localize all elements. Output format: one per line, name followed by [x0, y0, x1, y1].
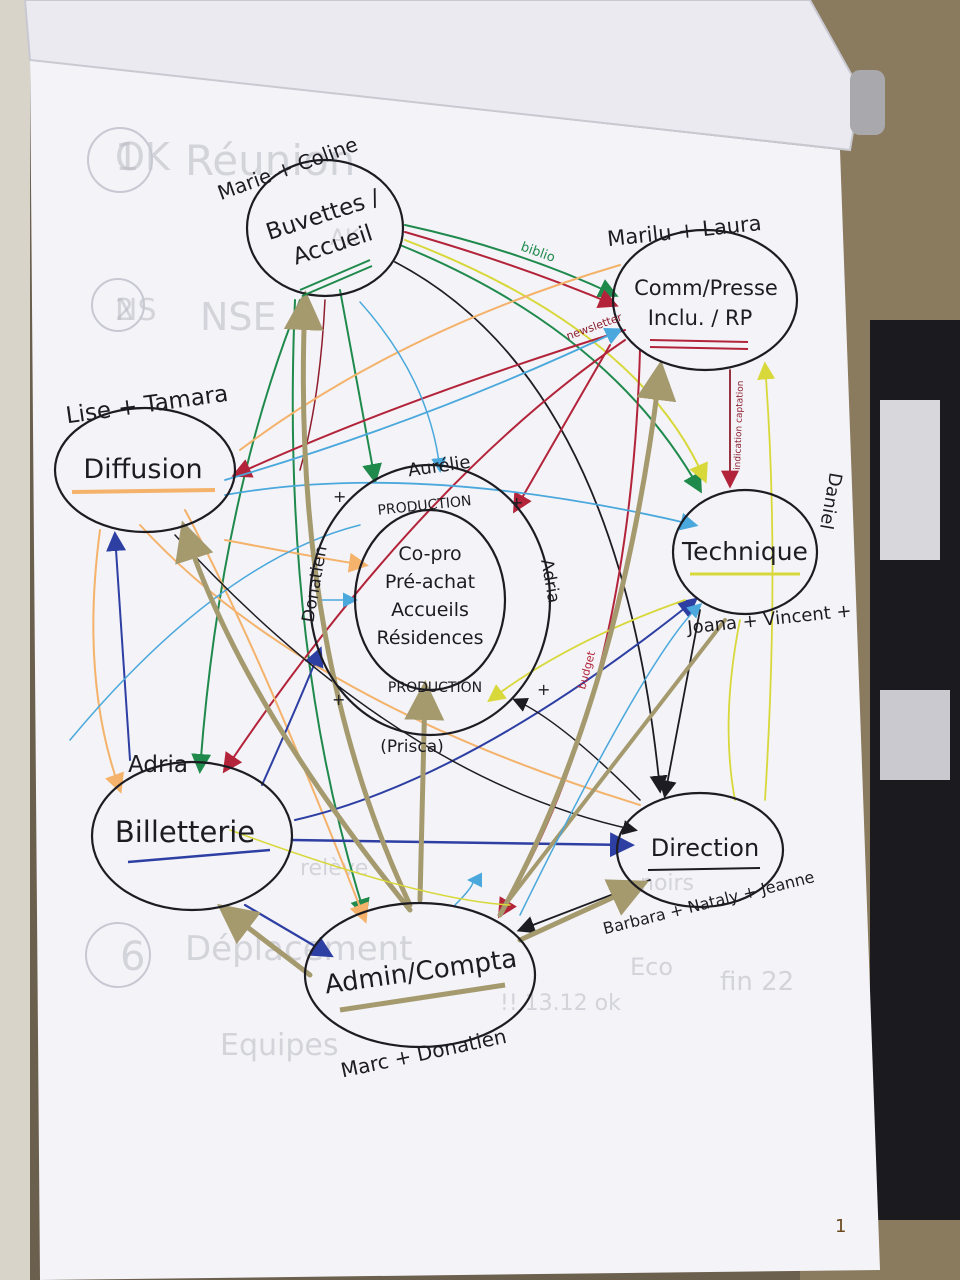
ghost-text: fin 22	[720, 967, 794, 997]
relation-arrow	[290, 832, 635, 858]
plus-sign-2: +	[332, 690, 345, 709]
ghost-text: noirs	[640, 871, 694, 896]
relation-arrow	[283, 290, 413, 908]
relation-arrow	[487, 599, 686, 703]
relation-arrow	[512, 698, 641, 801]
center-line-1: Co-pro	[398, 543, 461, 565]
relation-arrow	[69, 524, 361, 741]
billetterie-label: Billetterie	[115, 815, 255, 849]
shelf-books	[880, 400, 940, 560]
ghost-text: 2	[115, 293, 134, 328]
relation-arrow	[404, 680, 445, 903]
relation-arrow	[291, 299, 370, 919]
node-billetterie: Billetterie Adria	[90, 752, 294, 912]
relation-arrow	[139, 524, 641, 806]
relation-arrow	[497, 360, 677, 918]
ghost-text: Equipes	[220, 1028, 338, 1063]
relation-arrow	[404, 239, 708, 484]
relation-arrow	[239, 264, 621, 451]
relation-arrow	[404, 231, 619, 309]
relation-arrow	[92, 529, 124, 794]
plus-sign-3: +	[510, 493, 523, 512]
shelf-papers	[880, 690, 950, 780]
center-line-3: Accueils	[391, 599, 469, 621]
relation-arrow	[106, 531, 131, 761]
relation-arrow	[359, 301, 447, 473]
relation-arrow	[191, 299, 301, 774]
ghost-text: NS	[115, 293, 156, 328]
production-name-bottom: (Prisca)	[380, 737, 444, 757]
production-inner-ring	[353, 508, 507, 692]
relation-arrows	[69, 224, 776, 978]
ghost-text: 1	[115, 135, 139, 179]
relation-arrow	[757, 361, 776, 801]
relation-arrow	[517, 879, 650, 943]
production-outer-ring	[308, 463, 552, 737]
relation-arrow	[222, 339, 626, 774]
ghost-text: relève	[300, 856, 368, 881]
ghost-circle	[87, 127, 153, 193]
relation-arrow	[294, 597, 699, 821]
relation-arrow	[513, 344, 611, 514]
arrow-label-indication: indication captation	[733, 380, 746, 470]
center-line-2: Pré-achat	[385, 571, 475, 593]
relation-arrow	[224, 481, 699, 531]
ghost-text: NSE	[200, 295, 277, 339]
relation-arrow	[217, 903, 313, 978]
diffusion-label: Diffusion	[83, 454, 202, 485]
ghost-circle	[91, 278, 145, 332]
billetterie-people: Adria	[128, 752, 188, 778]
center-line-4: Résidences	[376, 627, 483, 649]
direction-label: Direction	[651, 834, 759, 862]
ghost-text: OK	[115, 135, 171, 179]
flipchart-clip	[850, 70, 885, 135]
relation-arrow	[727, 619, 741, 801]
ghost-text: Eco	[630, 953, 673, 981]
relation-arrow	[454, 872, 483, 906]
comm-label-1: Comm/Presse	[634, 276, 778, 300]
production-bottom-label: PRODUCTION	[388, 680, 482, 696]
relation-arrow	[261, 646, 324, 786]
technique-label: Technique	[681, 537, 808, 566]
relation-arrow	[503, 618, 727, 907]
ghost-text: 6	[120, 934, 145, 980]
relation-arrow	[224, 328, 624, 481]
comm-label-2: Inclu. / RP	[648, 306, 753, 330]
wall-left	[0, 0, 30, 1280]
ghost-circle	[85, 922, 151, 988]
plus-sign-4: +	[537, 680, 550, 699]
relation-arrow	[339, 289, 382, 484]
relation-arrow	[404, 224, 619, 298]
relation-arrow	[175, 520, 413, 913]
plus-sign-1: +	[333, 487, 346, 506]
relation-arrow	[231, 329, 626, 478]
corner-mark: 1	[835, 1216, 846, 1237]
ghost-text: AK	[330, 226, 360, 251]
flipchart-paper	[30, 60, 880, 1280]
relation-arrow	[519, 602, 703, 916]
relation-arrow	[658, 609, 701, 799]
relation-arrow	[229, 829, 511, 906]
